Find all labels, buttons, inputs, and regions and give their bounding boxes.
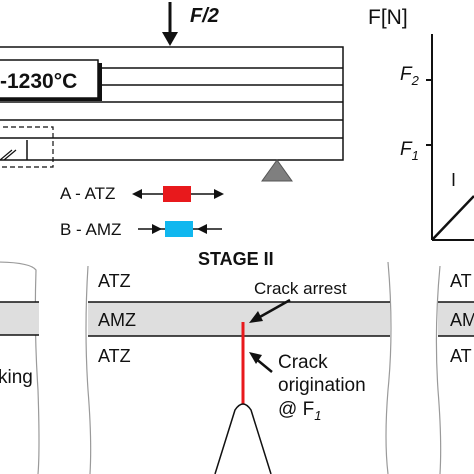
load-arrowhead	[162, 32, 178, 46]
right-panel-edge	[435, 265, 442, 474]
legend-b-arrowhead-right	[197, 224, 207, 234]
right-atz-bottom: AT	[450, 346, 472, 366]
stage-ii-atz-bottom: ATZ	[98, 346, 131, 366]
stage-ii-amz-band	[88, 302, 390, 336]
stage-ii-left-edge	[85, 265, 92, 474]
graph-region-label: I	[451, 170, 456, 190]
graph-y-label: F[N]	[368, 6, 408, 29]
stage-ii-atz-top: ATZ	[98, 271, 131, 291]
stage-iii-fragment: AT AM AT	[435, 265, 474, 474]
temp-box	[0, 59, 99, 99]
graph-f2-label: F2	[400, 64, 420, 88]
stage-ii-right-edge	[385, 261, 392, 474]
stage-ii-title: STAGE II	[198, 249, 274, 269]
notch-detail-box	[0, 126, 54, 168]
left-amz-band	[0, 302, 39, 335]
temp-label: -1230°C	[0, 70, 77, 93]
crack-origination-arrowhead	[249, 352, 262, 364]
graph-f1-label: F1	[400, 139, 419, 163]
crack-origination-label-2: origination	[278, 375, 366, 396]
beam-specimen: F/2 -1230°C	[0, 2, 344, 182]
stage-ii-panel: STAGE II ATZ AMZ ATZ Crack arrest Crack …	[85, 249, 392, 474]
support-triangle	[261, 159, 293, 182]
crack-origination-label-1: Crack	[278, 352, 328, 373]
legend-a-swatch	[163, 186, 191, 202]
legend-a-arrowhead-right	[214, 189, 224, 199]
stage-i-fragment: king	[0, 261, 40, 474]
right-amz-band	[438, 302, 474, 336]
crack-arrest-arrow	[257, 298, 291, 320]
force-graph: F[N] F2 F1 I	[368, 6, 474, 241]
legend-b-swatch	[165, 221, 193, 237]
left-fragment-text: king	[0, 367, 33, 388]
crack-arrest-label: Crack arrest	[254, 279, 347, 298]
right-amz: AM	[450, 310, 474, 330]
right-atz-top: AT	[450, 271, 472, 291]
crack-arrest-arrowhead	[249, 311, 263, 323]
left-panel-edge	[0, 261, 40, 474]
legend-b-label: B - AMZ	[60, 220, 121, 239]
notch-mark	[0, 149, 13, 161]
graph-curve	[431, 195, 474, 241]
stage-ii-amz: AMZ	[98, 310, 136, 330]
load-label: F/2	[190, 5, 219, 27]
legend-b-arrowhead-left	[152, 224, 162, 234]
notch-bump	[214, 403, 272, 474]
legend: A - ATZ B - AMZ	[60, 184, 224, 239]
notch-mark	[3, 149, 17, 161]
legend-a-arrowhead-left	[132, 189, 142, 199]
legend-a-label: A - ATZ	[60, 184, 115, 203]
crack-origination-label-3: @ F1	[278, 399, 321, 423]
